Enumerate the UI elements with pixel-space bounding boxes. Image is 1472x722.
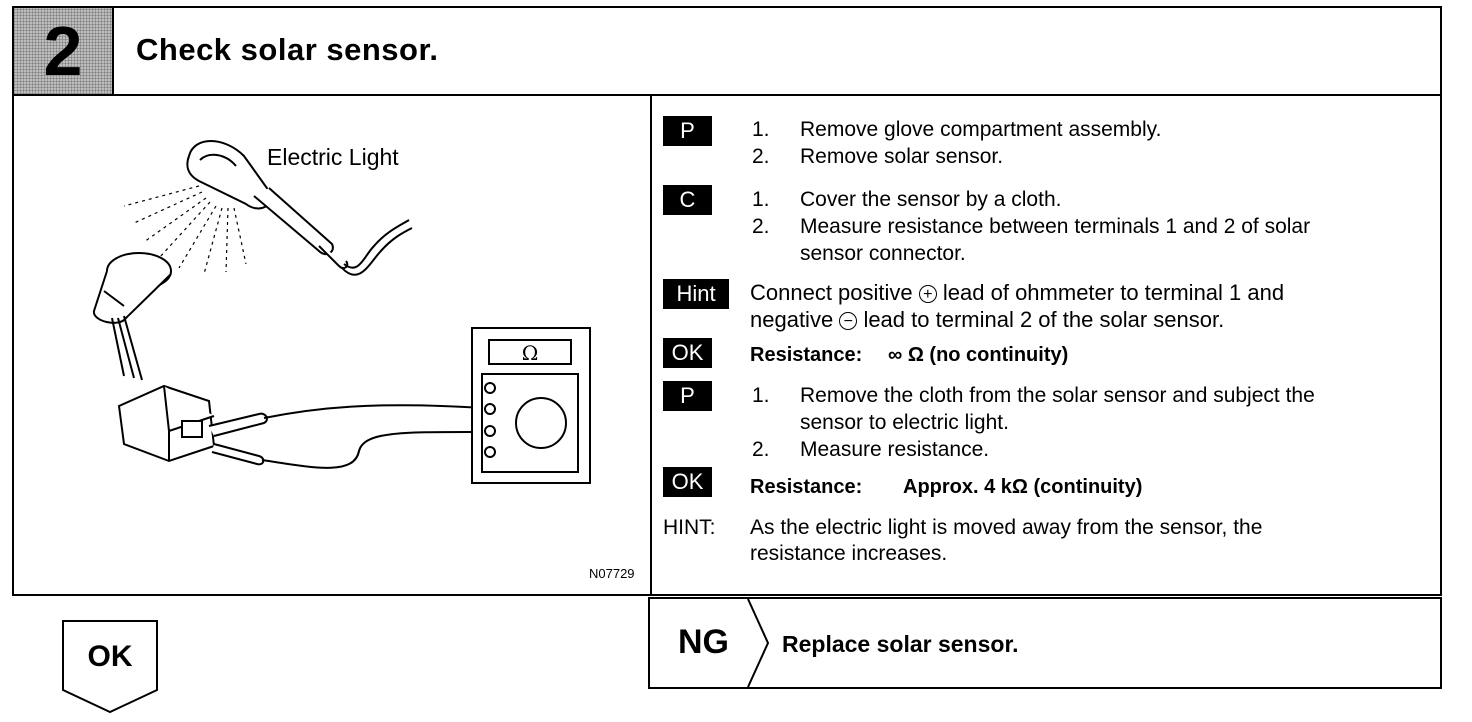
hint-label: HINT: xyxy=(663,516,716,539)
ng-action: Replace solar sensor. xyxy=(782,631,1019,657)
hint-text: As the electric light is moved away from… xyxy=(750,516,1263,539)
resistance-label: Resistance: xyxy=(750,476,863,498)
hint-text-line1: Connect positive + lead of ohmmeter to t… xyxy=(750,280,1285,305)
solar-sensor-test-diagram: Ω xyxy=(93,140,591,484)
badge-p: P xyxy=(663,381,712,411)
step-text: Remove the cloth from the solar sensor a… xyxy=(800,384,1315,407)
chevron-right-icon xyxy=(747,599,770,687)
badge-p: P xyxy=(663,116,712,146)
electric-light-label: Electric Light xyxy=(267,144,399,170)
ohmmeter-probes-icon xyxy=(208,412,268,466)
step-text: Measure resistance between terminals 1 a… xyxy=(800,215,1311,238)
ng-outcome: NG Replace solar sensor. xyxy=(648,597,1442,689)
illustration: Ω Electric Light N07729 xyxy=(14,96,650,596)
step-num: 1. xyxy=(752,188,770,211)
ok-outcome: OK xyxy=(62,620,158,714)
figure-code: N07729 xyxy=(589,566,635,581)
electric-light-icon xyxy=(186,140,413,276)
step-text: Remove glove compartment assembly. xyxy=(800,118,1162,141)
step-body: Ω Electric Light N07729 xyxy=(12,96,1442,596)
step-text: sensor connector. xyxy=(800,242,966,265)
column-divider xyxy=(650,96,652,596)
badge-c: C xyxy=(663,185,712,215)
resistance-value: Approx. 4 kΩ (continuity) xyxy=(903,476,1143,498)
step-num: 2. xyxy=(752,438,770,461)
light-rays-icon xyxy=(123,185,247,275)
meter-leads-icon xyxy=(261,404,485,469)
step-title: Check solar sensor. xyxy=(136,32,439,67)
badge-ok: OK xyxy=(663,338,712,368)
hint-text-line2: negative − lead to terminal 2 of the sol… xyxy=(750,307,1225,332)
step-text: Remove solar sensor. xyxy=(800,145,1004,168)
solar-sensor-icon xyxy=(93,252,172,381)
step-header: 2 Check solar sensor. xyxy=(12,6,1442,96)
ohmmeter-icon xyxy=(471,327,591,484)
step-num: 2. xyxy=(752,215,770,238)
step-num: 1. xyxy=(752,384,770,407)
minus-circle-icon: − xyxy=(839,312,858,330)
hint-text: resistance increases. xyxy=(750,542,948,565)
step-text: sensor to electric light. xyxy=(800,411,1009,434)
sensor-connector-icon xyxy=(117,384,216,463)
ok-arrow-icon xyxy=(62,620,158,714)
step-num: 1. xyxy=(752,118,770,141)
badge-hint: Hint xyxy=(663,279,729,309)
step-num: 2. xyxy=(752,145,770,168)
badge-ok: OK xyxy=(663,467,712,497)
ng-label: NG xyxy=(678,623,729,661)
step-text: Measure resistance. xyxy=(800,438,990,461)
step-text: Cover the sensor by a cloth. xyxy=(800,188,1062,211)
plus-circle-icon: + xyxy=(918,285,937,303)
step-number: 2 xyxy=(14,8,114,94)
meter-ohm-label: Ω xyxy=(522,341,539,365)
resistance-value: ∞ Ω (no continuity) xyxy=(888,344,1069,366)
resistance-label: Resistance: xyxy=(750,344,863,366)
ok-label: OK xyxy=(87,640,133,673)
